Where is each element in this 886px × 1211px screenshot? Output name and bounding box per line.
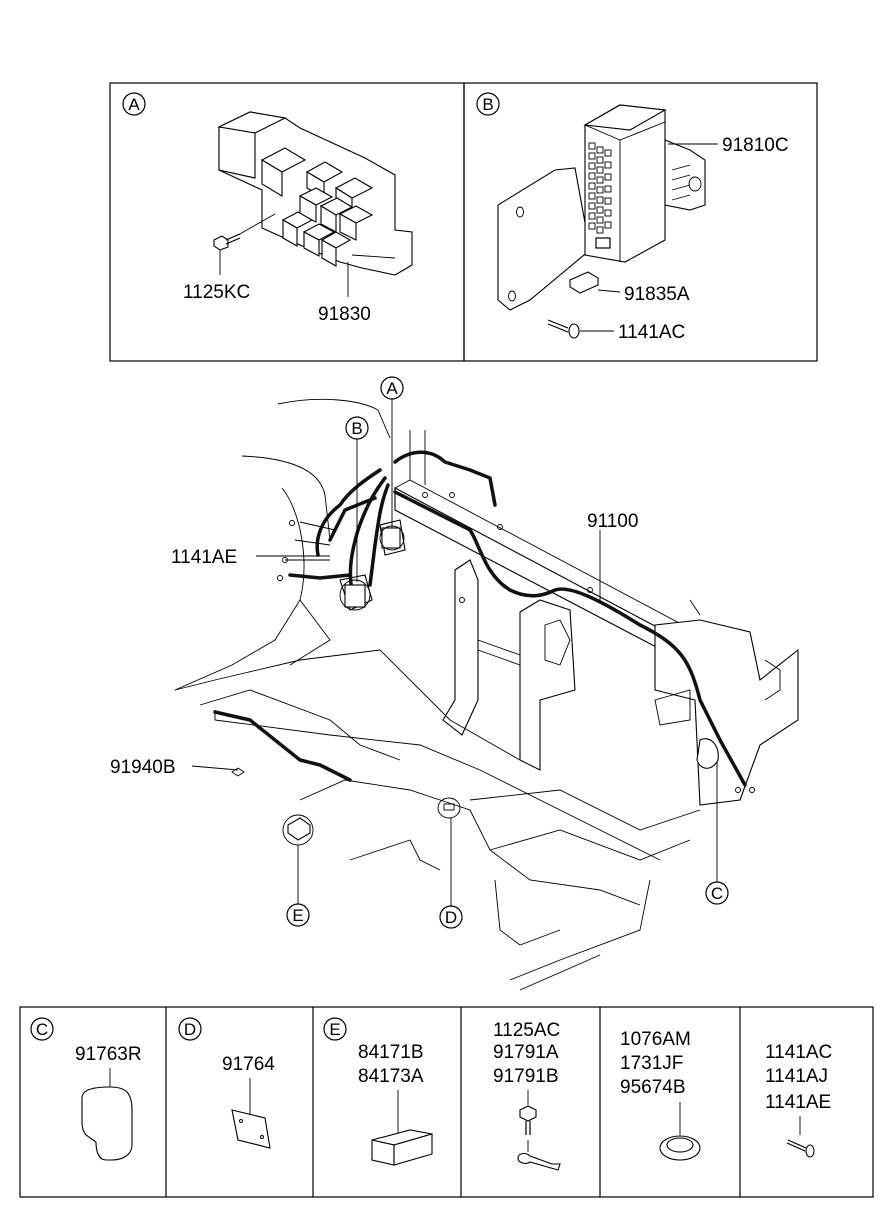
part-label-1125ac: 1125AC — [493, 1020, 560, 1041]
svg-text:A: A — [386, 379, 398, 398]
part-label-1141ac-b: 1141AC — [765, 1042, 832, 1063]
table-cell-grommets: 1076AM 1731JF 95674B — [620, 1029, 701, 1161]
svg-text:B: B — [351, 419, 362, 438]
detail-panel-b: B — [463, 82, 818, 362]
part-label-91940b: 91940B — [110, 757, 176, 778]
svg-text:D: D — [445, 908, 457, 927]
part-label-95674b: 95674B — [620, 1077, 686, 1098]
table-cell-screws: 1141AC 1141AJ 1141AE — [765, 1042, 832, 1158]
svg-text:D: D — [184, 1020, 196, 1039]
part-label-91835a: 91835A — [624, 284, 690, 305]
part-label-84173a: 84173A — [358, 1066, 424, 1087]
detail-a-marker: A — [128, 95, 140, 114]
part-label-91100: 91100 — [587, 511, 638, 532]
table-cell-c: C 91763R — [30, 1017, 142, 1161]
part-label-1141ae: 1141AE — [171, 547, 237, 568]
part-label-1076am: 1076AM — [620, 1029, 691, 1050]
part-label-1141ae-b: 1141AE — [765, 1092, 831, 1113]
callout-c: C — [705, 762, 729, 905]
screw-icon — [786, 1139, 815, 1158]
part-label-91764: 91764 — [222, 1054, 275, 1075]
marker-a-circle — [122, 92, 146, 116]
wiring-harness — [213, 450, 755, 793]
ground-terminal-icon — [517, 1153, 561, 1171]
table-cell-d: D 91764 — [178, 1017, 275, 1149]
part-label-84171b: 84171B — [358, 1042, 424, 1063]
svg-text:C: C — [711, 884, 723, 903]
callout-b: B — [345, 416, 369, 582]
bolt-icon — [213, 213, 276, 275]
vehicle-body-illustration — [174, 398, 799, 991]
part-label-91830: 91830 — [318, 304, 371, 325]
table-cell-e: E 84171B 84173A — [323, 1017, 433, 1166]
part-label-91763r: 91763R — [75, 1044, 142, 1065]
part-label-91791a: 91791A — [493, 1042, 559, 1063]
junction-module-illustration — [583, 104, 706, 263]
part-label-1141ac: 1141AC — [618, 322, 685, 343]
bolt-icon — [519, 1105, 537, 1122]
screw-icon — [547, 319, 614, 339]
svg-text:C: C — [36, 1020, 48, 1039]
callout-e: E — [282, 814, 314, 927]
table-cell-bolts: 1125AC 91791A 91791B — [493, 1020, 561, 1171]
part-label-1125kc: 1125KC — [183, 282, 250, 303]
fuse-icon — [569, 271, 621, 294]
parts-table: C 91763R D 91764 E 84171B 84173A — [19, 1006, 874, 1198]
detail-panel-a: A — [109, 82, 465, 362]
junction-box-illustration — [217, 111, 413, 276]
marker-b-circle — [476, 92, 500, 116]
callout-a: A — [380, 376, 404, 528]
mounting-bracket — [497, 167, 591, 311]
detail-b-marker: B — [482, 95, 493, 114]
part-label-91810c: 91810C — [722, 135, 789, 156]
svg-text:E: E — [329, 1020, 340, 1039]
part-label-1731jf: 1731JF — [620, 1053, 683, 1074]
callout-d: D — [437, 797, 463, 929]
part-label-1141aj: 1141AJ — [765, 1066, 828, 1087]
svg-text:E: E — [292, 906, 303, 925]
part-label-91791b: 91791B — [493, 1066, 559, 1087]
